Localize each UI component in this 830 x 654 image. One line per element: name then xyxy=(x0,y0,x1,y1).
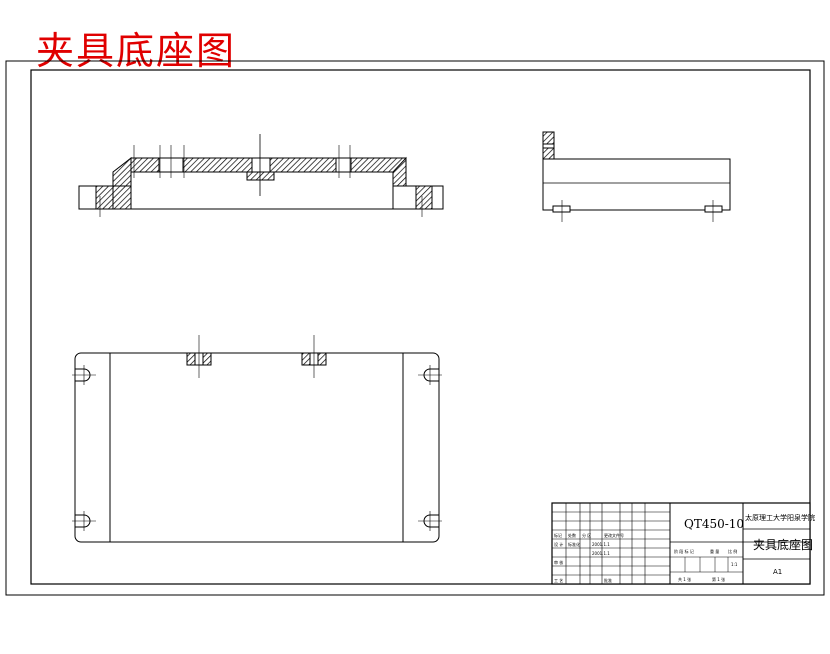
date-1: 2001.1.1 xyxy=(592,542,610,547)
row-label-2: 工 艺 xyxy=(554,578,563,583)
standardization-label: 标准化 xyxy=(568,541,580,547)
material-label: A1 xyxy=(773,568,782,576)
sheet-total: 共 1 张 xyxy=(678,576,691,582)
stage-label-0: 阶 段 标 记 xyxy=(674,548,694,554)
header-2: 分 区 xyxy=(582,532,591,538)
header-3: 更改文件号 xyxy=(604,532,624,538)
row-label-0: 设 计 xyxy=(554,541,563,547)
front-section-view xyxy=(78,134,444,217)
outer-border xyxy=(5,60,825,596)
stage-label-1: 重 量 xyxy=(710,548,719,554)
sheet-current: 第 1 张 xyxy=(712,576,725,582)
drawing-number: QT450-10 xyxy=(684,517,744,531)
side-view xyxy=(542,131,731,222)
approval-label: 批准 xyxy=(604,577,612,583)
drawing-title: 夹具底座图 xyxy=(36,29,237,73)
date-2: 2001.1.1 xyxy=(592,551,610,556)
plan-view xyxy=(72,335,442,543)
inner-border xyxy=(30,69,811,585)
part-name: 夹具底座图 xyxy=(753,537,813,552)
title-block: QT450-10 太原理工大学阳泉学院 夹具底座图 A1 1:1 共 1 张 第… xyxy=(551,502,815,585)
header-0: 标记 xyxy=(554,532,562,538)
row-label-1: 审 核 xyxy=(554,559,563,565)
institution-name: 太原理工大学阳泉学院 xyxy=(745,513,815,522)
header-1: 处数 xyxy=(568,532,576,538)
scale-label: 1:1 xyxy=(731,562,738,567)
stage-label-2: 比 例 xyxy=(728,548,737,554)
